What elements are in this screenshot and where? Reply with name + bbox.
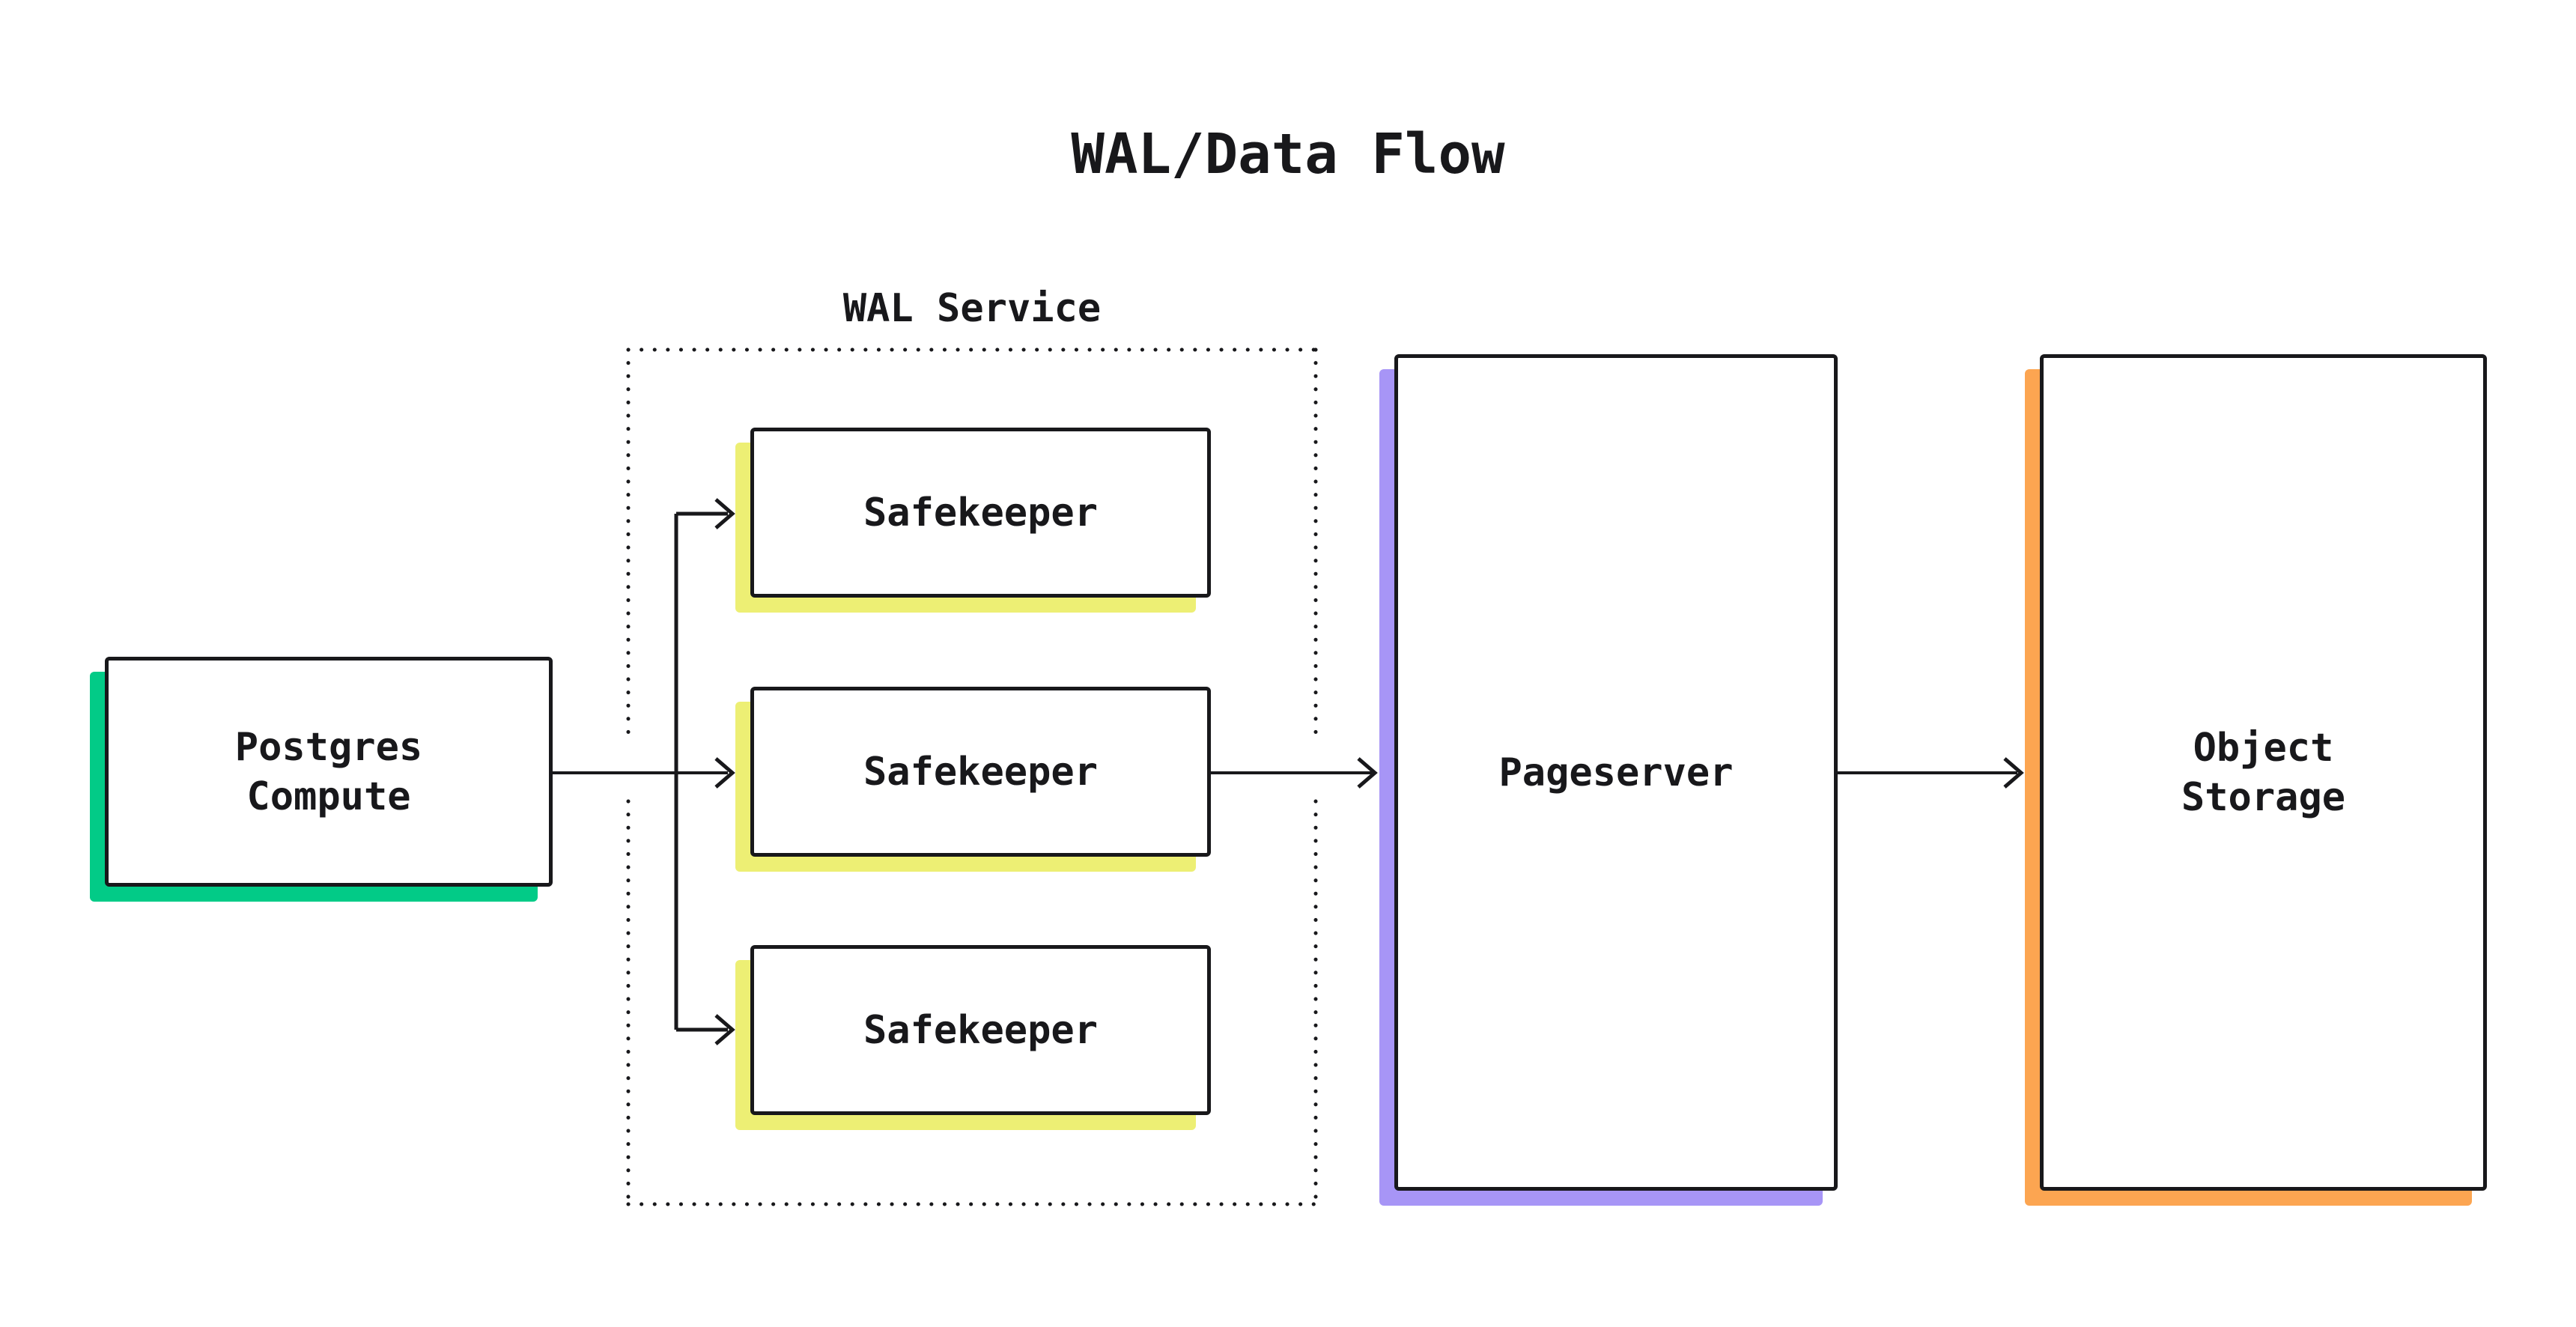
node-safekeeper-3-label: Safekeeper — [863, 1007, 1099, 1053]
node-pageserver: Pageserver — [1394, 354, 1838, 1191]
connector-branch-spine — [674, 511, 728, 1032]
node-safekeeper-3: Safekeeper — [750, 945, 1211, 1115]
arrowhead-to-pageserver — [1357, 757, 1378, 789]
node-postgres-compute: Postgres Compute — [105, 657, 553, 887]
node-safekeeper-2: Safekeeper — [750, 687, 1211, 857]
node-postgres-compute-label: Postgres Compute — [234, 724, 423, 819]
arrowhead-to-objectstorage — [2003, 757, 2024, 789]
node-object-storage-label: Object Storage — [2181, 725, 2346, 820]
arrowhead-to-safekeeper3 — [714, 1014, 735, 1045]
node-pageserver-label: Pageserver — [1498, 750, 1734, 795]
node-object-storage: Object Storage — [2040, 354, 2487, 1191]
wal-service-group-label: WAL Service — [842, 286, 1102, 331]
arrowhead-to-safekeeper2 — [714, 757, 735, 789]
wal-service-dotted-border — [626, 347, 1318, 1206]
node-safekeeper-2-label: Safekeeper — [863, 749, 1099, 795]
diagram-title: WAL/Data Flow — [1071, 122, 1505, 186]
node-safekeeper-1: Safekeeper — [750, 428, 1211, 598]
arrowhead-to-safekeeper1 — [714, 498, 735, 529]
node-safekeeper-1-label: Safekeeper — [863, 490, 1099, 535]
